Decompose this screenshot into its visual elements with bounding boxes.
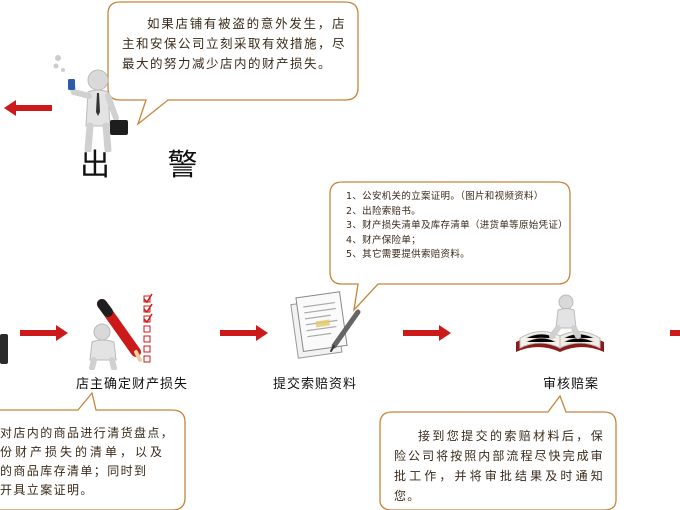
bottom-left-line: 开具立案证明。 <box>0 483 94 497</box>
step-label-confirm-loss: 店主确定财产损失 <box>76 377 189 392</box>
step-arrow <box>220 325 268 341</box>
documents-item: 1、公安机关的立案证明。（图片和视频资料） <box>346 191 544 202</box>
bottom-left-line: 对店内的商品进行清货盘点， <box>0 426 175 440</box>
bottom-left-line: 份财产损失的清单，以及 <box>0 445 166 459</box>
top-speech-bubble <box>107 1 359 126</box>
step-label-review-claim: 审核赔案 <box>543 377 600 392</box>
bottom-left-line: 的商品库存清单；同时到 <box>0 464 148 478</box>
top-bubble-text: 如果店铺有被盗的意外发生，店主和安保公司立刻采取有效措施，尽最大的努力减少店内的… <box>122 16 347 71</box>
step-arrow <box>670 330 680 336</box>
dispatch-title: 出 警 <box>80 148 222 183</box>
partial-figure <box>0 334 8 364</box>
bottom-right-bubble-text: 接到您提交的索赔材料后，保险公司将按照内部流程尽快完成审批工作，并将审批结果及时… <box>394 429 604 503</box>
documents-item: 3、财产损失清单及库存清单（进货单等原始凭证） <box>346 220 568 231</box>
step-arrow <box>403 325 451 341</box>
documents-pen-figure <box>290 291 361 359</box>
step-label-submit-claim: 提交索赔资料 <box>273 377 358 392</box>
documents-item: 4、财产保险单； <box>346 234 421 246</box>
book-reader-figure <box>516 294 604 352</box>
step-arrow <box>20 325 68 341</box>
checklist-person-figure <box>89 293 153 370</box>
documents-list: 1、公安机关的立案证明。（图片和视频资料） 2、出险索赔书。 3、财产损失清单及… <box>338 190 568 263</box>
bottom-left-bubble-text: 对店内的商品进行清货盘点， 份财产损失的清单，以及 的商品库存清单；同时到 开具… <box>0 424 182 500</box>
documents-item: 2、出险索赔书。 <box>346 205 421 217</box>
documents-speech-bubble <box>329 181 571 313</box>
businessman-phone-figure <box>53 55 128 152</box>
documents-item: 5、其它需要提供索赔资料。 <box>346 249 470 260</box>
back-arrow <box>4 100 52 116</box>
